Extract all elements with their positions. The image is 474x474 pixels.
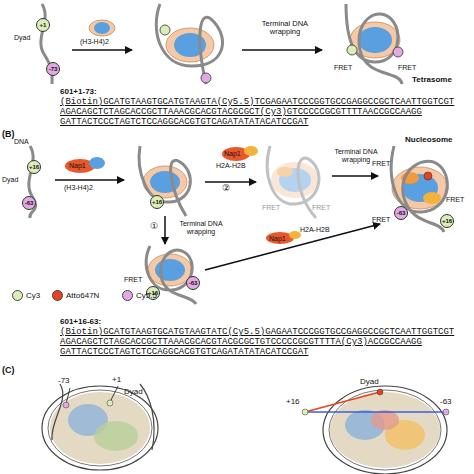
h2a-h2b-icon bbox=[244, 146, 258, 156]
octamer bbox=[423, 192, 441, 204]
step-arrow bbox=[55, 179, 124, 181]
dye-position: -73 bbox=[49, 66, 58, 72]
structure-nucleosome bbox=[302, 386, 449, 474]
annotation: Dyad bbox=[2, 176, 18, 184]
histone-icon bbox=[89, 20, 115, 36]
annotation: Nap1 bbox=[224, 150, 241, 158]
dye-position: -63 bbox=[25, 200, 34, 206]
structure-tetrasome bbox=[42, 384, 158, 470]
dye-position: -63 bbox=[397, 210, 406, 216]
annotation: Nap1 bbox=[269, 235, 286, 243]
annotation: (B) bbox=[2, 130, 15, 140]
dna-sequence: AGACAGCTCTAGCACCGCTTAAACGCACGTACGCGCT(Cy… bbox=[60, 108, 422, 118]
dye-position: +1 bbox=[40, 22, 47, 28]
dna-strand bbox=[346, 4, 402, 84]
dye-dot bbox=[160, 25, 170, 35]
annotation: Dyad bbox=[124, 388, 143, 397]
dye-marker: -63 bbox=[22, 196, 36, 210]
legend-text: Cy5.5 bbox=[136, 291, 157, 300]
histone-icon bbox=[89, 157, 105, 169]
annotation: (C) bbox=[2, 366, 15, 376]
step-arrow bbox=[332, 175, 378, 177]
dye-marker: +16 bbox=[27, 160, 41, 174]
dye-marker: +16 bbox=[150, 195, 164, 209]
annotation: ① bbox=[150, 222, 158, 232]
dye-dot bbox=[347, 45, 357, 55]
step-arrow bbox=[242, 49, 322, 51]
legend-text: Atto647N bbox=[66, 291, 99, 300]
annotation: -73 bbox=[58, 377, 70, 386]
dye-position: +16 bbox=[442, 218, 452, 224]
annotation: Tetrasome bbox=[412, 76, 452, 85]
dye-dot bbox=[393, 47, 403, 57]
fret-label: FRET bbox=[312, 204, 330, 212]
dna-sequence: GATTACTCCCTAGTCTCCAGGCACGTGTCAGATATATACA… bbox=[60, 118, 308, 128]
histone-icon bbox=[94, 22, 110, 34]
dye-marker: +1 bbox=[36, 18, 50, 32]
annotation: Nap1 bbox=[69, 162, 86, 170]
tetramer bbox=[358, 27, 392, 53]
legend-item: Atto647N bbox=[52, 290, 99, 301]
dna-strand bbox=[139, 146, 190, 216]
step-arrow bbox=[164, 216, 166, 244]
step-arrow bbox=[72, 49, 132, 51]
annotation: H2A-H2B bbox=[300, 226, 330, 234]
step-arrow bbox=[205, 224, 380, 270]
annotation: Nucleosome bbox=[405, 136, 453, 145]
annotation: Dyad bbox=[360, 378, 379, 387]
fret-label: FRET bbox=[124, 276, 142, 284]
legend-item: Cy5.5 bbox=[122, 290, 157, 301]
annotation: Terminal DNA wrapping bbox=[246, 20, 324, 37]
annotation: +16 bbox=[286, 398, 300, 407]
annotation: (H3-H4)2 bbox=[80, 38, 109, 46]
fret-label: FRET bbox=[398, 64, 416, 72]
fret-label: FRET bbox=[446, 196, 464, 204]
fret-label: FRET bbox=[372, 160, 390, 168]
tetramer bbox=[166, 28, 214, 62]
fret-label: FRET bbox=[334, 64, 352, 72]
dna-strand bbox=[156, 4, 222, 84]
dye-position: +16 bbox=[29, 164, 39, 170]
dna-strand bbox=[391, 146, 447, 232]
annotation: 601+1-73: bbox=[60, 88, 97, 97]
legend-swatch bbox=[52, 290, 63, 301]
dna-sequence: (Biotin)GCATGTAAGTGCATGTAAGTATC(Cy5.5)GA… bbox=[60, 328, 454, 338]
step-arrow bbox=[205, 181, 256, 183]
legend-swatch bbox=[12, 290, 23, 301]
dna-sequence: AGACAGCTCTAGCACCGCTTAAACGCACGTACGCGCTGTC… bbox=[60, 338, 422, 348]
annotation: ② bbox=[222, 184, 230, 194]
annotation: H2A-H2B bbox=[216, 162, 246, 170]
dye-position: -63 bbox=[189, 280, 198, 286]
dna-sequence: GATTACTCCCTAGTCTCCAGGCACGTGTCAGATATATACA… bbox=[60, 348, 308, 358]
dye-marker: -63 bbox=[186, 276, 200, 290]
legend-swatch bbox=[122, 290, 133, 301]
fret-label: FRET bbox=[372, 216, 390, 224]
dye-dot bbox=[201, 73, 211, 83]
dye-marker: +16 bbox=[440, 214, 454, 228]
annotation: Terminal DNA wrapping bbox=[170, 220, 232, 235]
dye-position: +16 bbox=[152, 199, 162, 205]
annotation: (H3-H4)2 bbox=[64, 184, 93, 192]
annotation: DNA bbox=[14, 138, 29, 146]
dna-sequence: (Biotin)GCATGTAAGTGCATGTAAGTA(Cy5.5)TCGA… bbox=[60, 98, 454, 108]
legend-item: Cy3 bbox=[12, 290, 40, 301]
annotation: -63 bbox=[440, 398, 452, 407]
dye-marker: -73 bbox=[46, 62, 60, 76]
dye-marker: -63 bbox=[394, 206, 408, 220]
annotation: 601+16-63: bbox=[60, 318, 101, 327]
legend-text: Cy3 bbox=[26, 291, 40, 300]
annotation: Dyad bbox=[14, 34, 30, 42]
h2a-h2b-icon bbox=[289, 231, 301, 239]
dye-dot bbox=[424, 172, 432, 180]
fret-label: FRET bbox=[262, 204, 280, 212]
annotation: +1 bbox=[112, 376, 121, 385]
